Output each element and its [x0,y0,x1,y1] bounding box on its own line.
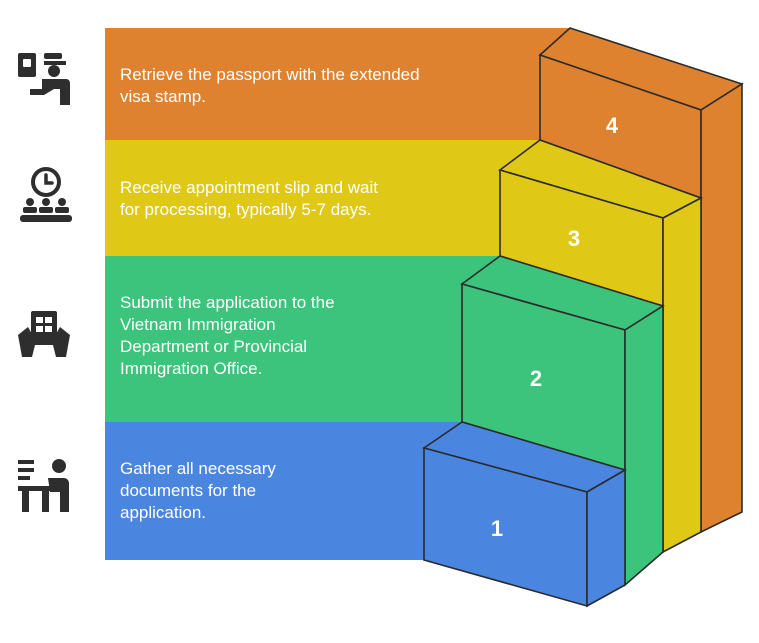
step-2-band [105,256,500,422]
step-3-side-face [662,196,702,554]
step-2-number: 2 [530,366,542,391]
step-3-description: Receive appointment slip and wait for pr… [120,178,378,219]
step-1-band [105,422,462,560]
step-4-number: 4 [606,113,619,138]
step-2-side-face [624,304,664,587]
step-4-side-face [700,82,743,534]
step-1-side-face [586,468,626,608]
step-2-block [105,255,665,587]
person-at-desk-documents-icon [18,459,69,512]
step-1-block [105,421,628,608]
step-3-number: 3 [568,226,580,251]
hands-submitting-document-icon [18,311,70,357]
step-4-band [105,28,570,140]
step-4-description: Retrieve the passport with the extended … [120,65,420,106]
clock-waiting-queue-icon [20,167,72,222]
step-3-band [105,140,540,256]
step-3-block [105,139,703,554]
step-1-number: 1 [491,516,503,541]
step-2-description: Submit the application to the Vietnam Im… [120,293,335,378]
officer-with-passport-icon [18,53,70,105]
step-1-description: Gather all necessary documents for the a… [120,459,276,522]
